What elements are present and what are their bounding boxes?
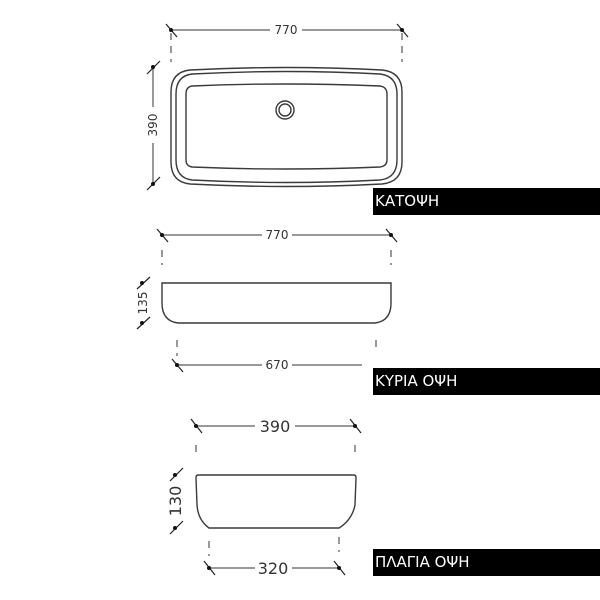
- front-basin-profile: [161, 282, 392, 324]
- front-top-width-dimension: 770: [266, 228, 289, 242]
- drain-outer-icon: [275, 100, 295, 120]
- basin-bowl: [185, 83, 388, 170]
- front-height-dimension: 135: [136, 292, 150, 315]
- side-bottom-width-dimension: 320: [258, 559, 289, 578]
- side-view: 390 130 320: [166, 417, 362, 578]
- plan-depth-dimension: 390: [146, 114, 160, 137]
- plan-view-label: ΚΑΤΟΨΗ: [373, 188, 600, 215]
- plan-view: 770 390: [146, 23, 409, 191]
- front-view: 770 135 670: [136, 228, 398, 373]
- side-height-dimension: 130: [166, 486, 185, 517]
- side-basin-profile: [195, 474, 357, 529]
- plan-width-dimension: 770: [275, 23, 298, 37]
- front-view-label: ΚΥΡΙΑ ΟΨΗ: [373, 368, 600, 395]
- basin-outer-rim: [170, 66, 403, 188]
- basin-inner-rim: [175, 70, 398, 184]
- front-bottom-width-dimension: 670: [266, 358, 289, 372]
- drain-inner-icon: [278, 103, 292, 117]
- side-top-width-dimension: 390: [260, 417, 291, 436]
- side-view-label: ΠΛΑΓΙΑ ΟΨΗ: [373, 549, 600, 576]
